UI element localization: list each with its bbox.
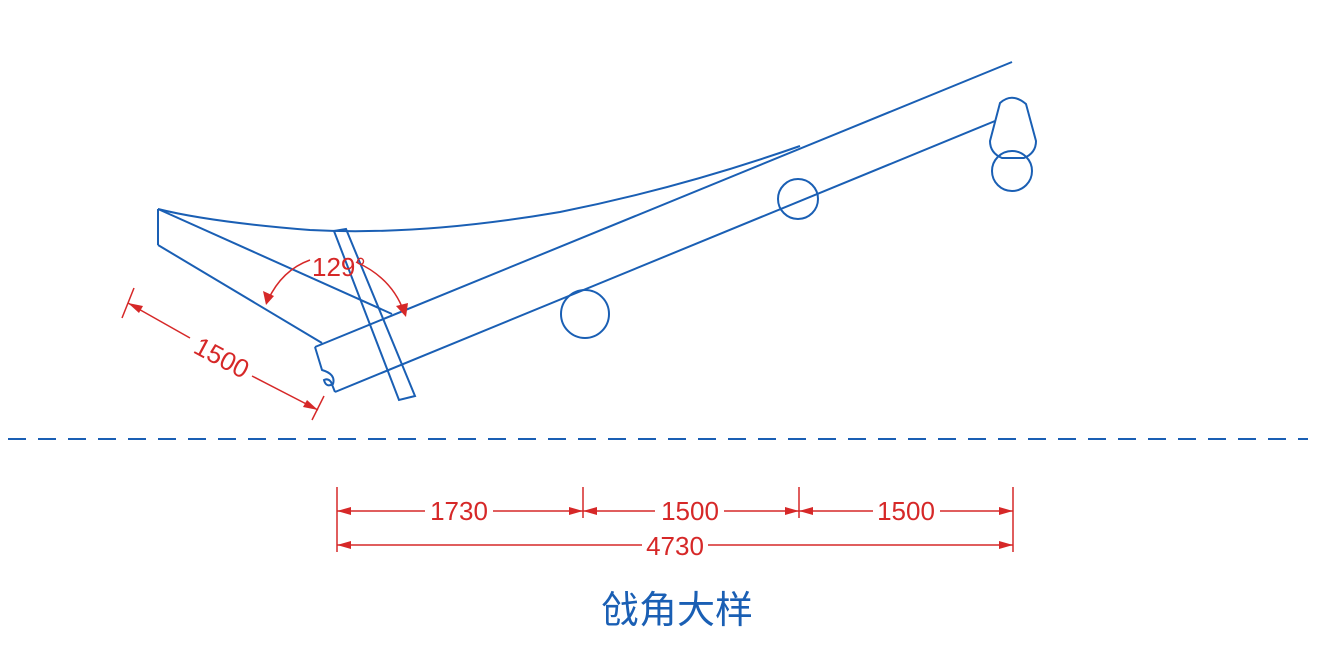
wedge-bottom-edge	[157, 244, 323, 344]
round-timber-lower	[560, 289, 610, 339]
seg2-arrow-left	[583, 507, 597, 515]
angle-label: 129°	[312, 252, 366, 282]
round-timber-top	[991, 150, 1033, 192]
seg3-arrow-right	[999, 507, 1013, 515]
inclined-arrow-left	[128, 303, 143, 313]
inclined-arrow-right	[303, 400, 318, 410]
drawing-title: 戗角大样	[601, 588, 753, 632]
angle-arrow-left	[263, 291, 274, 305]
seg1-label: 1730	[430, 496, 488, 526]
total-arrow-right	[999, 541, 1013, 549]
inclined-dim-label: 1500	[189, 331, 254, 385]
seg2-arrow-right	[785, 507, 799, 515]
beam-top-edge	[314, 61, 1013, 348]
seg1-arrow-right	[569, 507, 583, 515]
roof-sweep-curve	[157, 145, 801, 233]
seg1-arrow-left	[337, 507, 351, 515]
beam-bottom-edge	[334, 120, 996, 393]
horizontal-dimensions: 1730 1500 1500 4730	[336, 487, 1014, 561]
structure-outline	[157, 61, 1038, 402]
seg3-label: 1500	[877, 496, 935, 526]
total-arrow-left	[337, 541, 351, 549]
seg2-label: 1500	[661, 496, 719, 526]
angle-arrow-right	[396, 303, 408, 317]
total-label: 4730	[646, 531, 704, 561]
wedge-top-edge	[157, 208, 393, 315]
inclined-ext-right	[311, 395, 325, 421]
round-timber-middle	[777, 178, 819, 220]
capsule-timber-top	[988, 96, 1038, 159]
vertical-post	[332, 227, 417, 402]
seg3-arrow-left	[799, 507, 813, 515]
angle-arc-left	[267, 259, 311, 301]
inclined-dimension: 1500	[121, 287, 325, 421]
angle-dimension: 129°	[263, 252, 408, 317]
beam-end-cap	[314, 346, 336, 393]
